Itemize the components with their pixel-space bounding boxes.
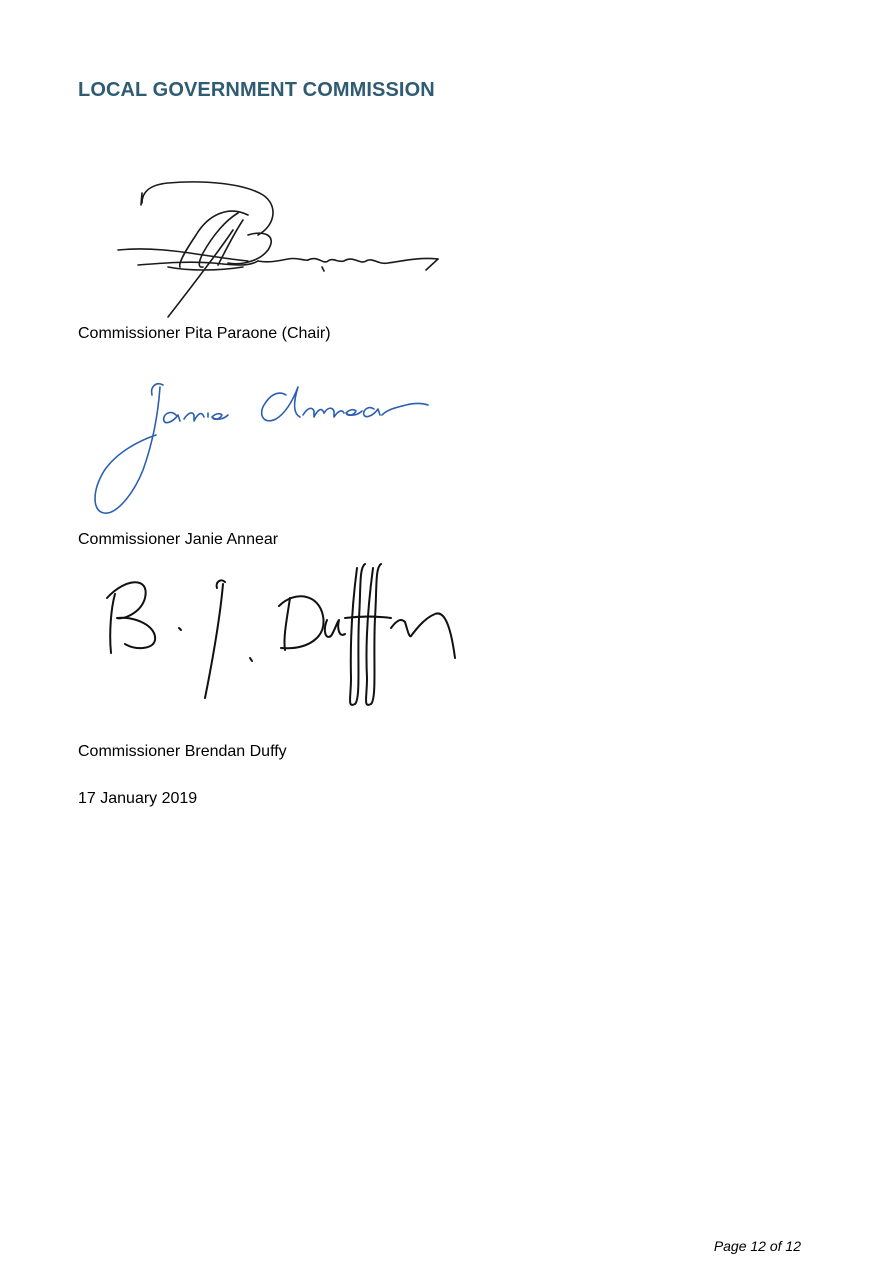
signatory-caption-annear: Commissioner Janie Annear <box>78 531 279 548</box>
signature-pita-paraone <box>117 181 439 318</box>
signature-brendan-duffy <box>106 563 456 706</box>
signing-date: 17 January 2019 <box>78 790 198 807</box>
signatory-caption-duffy: Commissioner Brendan Duffy <box>78 743 287 760</box>
signature-janie-annear <box>94 382 429 514</box>
signatory-caption-chair: Commissioner Pita Paraone (Chair) <box>78 325 331 342</box>
page-number: Page 12 of 12 <box>713 1238 801 1254</box>
document-heading: LOCAL GOVERNMENT COMMISSION <box>78 79 435 101</box>
